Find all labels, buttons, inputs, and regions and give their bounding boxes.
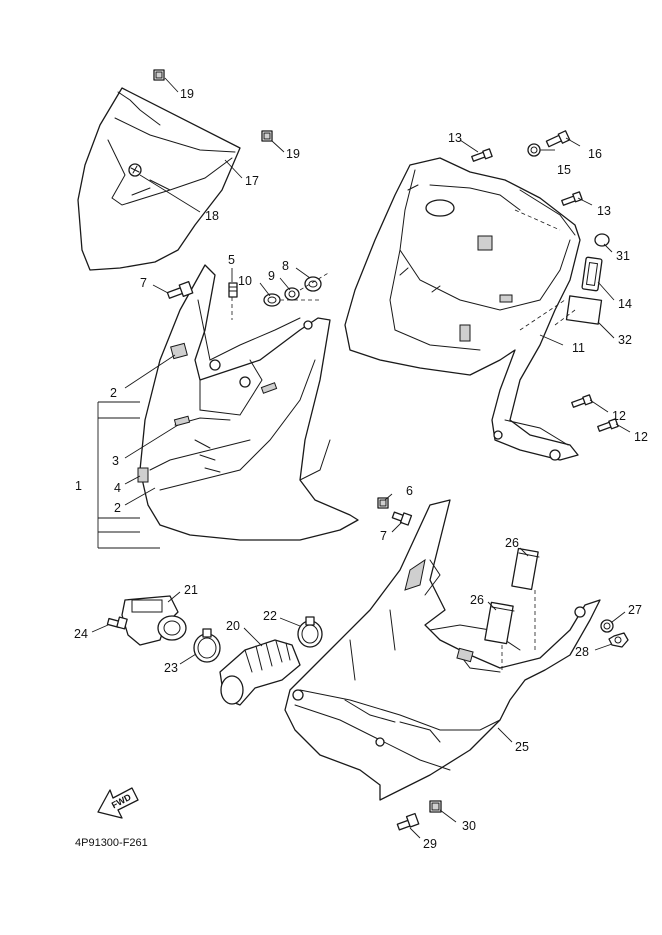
band-part-22: [297, 616, 323, 648]
callout-25: 25: [515, 740, 529, 754]
callout-7-upper: 7: [140, 276, 147, 290]
duct-part-20: [219, 639, 301, 706]
collar-part-9: [284, 287, 300, 301]
callout-16: 16: [588, 147, 602, 161]
callout-5: 5: [228, 253, 235, 267]
callout-18: 18: [205, 209, 219, 223]
nut-part-10: [263, 293, 281, 307]
leg-shield-inner-part-11: [344, 157, 581, 461]
callout-23: 23: [164, 661, 178, 675]
callout-6: 6: [406, 484, 413, 498]
callout-29: 29: [423, 837, 437, 851]
callout-28: 28: [575, 645, 589, 659]
callout-8: 8: [282, 259, 289, 273]
callout-14: 14: [618, 297, 632, 311]
strap-part-14: [581, 256, 603, 292]
callout-12-upper: 12: [612, 409, 626, 423]
bolt-part-13-upper: [471, 148, 493, 162]
grommet-part-8: [304, 276, 322, 292]
callout-30: 30: [462, 819, 476, 833]
bolt-part-12-lower: [597, 418, 619, 432]
callout-26-right: 26: [505, 536, 519, 550]
callout-13-lower: 13: [597, 204, 611, 218]
bolt-part-27: [600, 619, 614, 633]
callout-20: 20: [226, 619, 240, 633]
fwd-arrow-icon: FWD: [97, 787, 139, 819]
callout-27: 27: [628, 603, 642, 617]
bolt-part-12-upper: [571, 394, 593, 408]
callout-17: 17: [245, 174, 259, 188]
callout-2-lower: 2: [114, 501, 121, 515]
callout-26-left: 26: [470, 593, 484, 607]
callout-19-right: 19: [286, 147, 300, 161]
clip-part-19-right: [261, 130, 273, 142]
callout-22: 22: [263, 609, 277, 623]
clip-part-19-top: [153, 69, 165, 81]
callout-1: 1: [75, 479, 82, 493]
callout-9: 9: [268, 269, 275, 283]
callout-19-top: 19: [180, 87, 194, 101]
leg-shield-front-part-1: [137, 264, 359, 541]
diagram-code: 4P91300-F261: [75, 837, 148, 849]
callout-15: 15: [557, 163, 571, 177]
callout-4: 4: [114, 481, 121, 495]
callout-13-upper: 13: [448, 131, 462, 145]
rubber-part-26-left: [484, 601, 515, 645]
callout-32: 32: [618, 333, 632, 347]
callout-21: 21: [184, 583, 198, 597]
bolt-part-13-lower: [561, 191, 583, 206]
front-cover-part-17: [77, 87, 241, 271]
clip-part-30: [429, 800, 442, 813]
screw-part-24: [106, 616, 128, 630]
bolt-part-7-upper: [166, 281, 194, 299]
callout-7-lower: 7: [380, 529, 387, 543]
band-part-23: [193, 628, 221, 663]
cover-part-21: [121, 595, 187, 646]
callout-numbers: 19 19 17 18 5 8 7 10 9 2 3 1 4 2 6 7 13 …: [74, 87, 648, 851]
bolt-part-7-lower: [391, 511, 413, 526]
callout-12-lower: 12: [634, 430, 648, 444]
label-part-32: [565, 295, 603, 325]
clip-part-6: [377, 497, 389, 509]
callout-3: 3: [112, 454, 119, 468]
screw-part-16: [545, 130, 571, 148]
nut-part-28: [608, 632, 629, 648]
leader-lines: [91, 77, 631, 839]
callout-10: 10: [238, 274, 252, 288]
under-cover-part-25: [284, 499, 601, 801]
callout-2-upper: 2: [110, 386, 117, 400]
rubber-part-26-right: [511, 547, 540, 591]
screw-part-29: [396, 812, 420, 831]
screw-part-5: [228, 282, 238, 298]
callout-24: 24: [74, 627, 88, 641]
callout-11: 11: [572, 341, 585, 355]
cap-part-31: [594, 233, 610, 247]
screw-part-15: [527, 143, 541, 157]
callout-31: 31: [616, 249, 630, 263]
